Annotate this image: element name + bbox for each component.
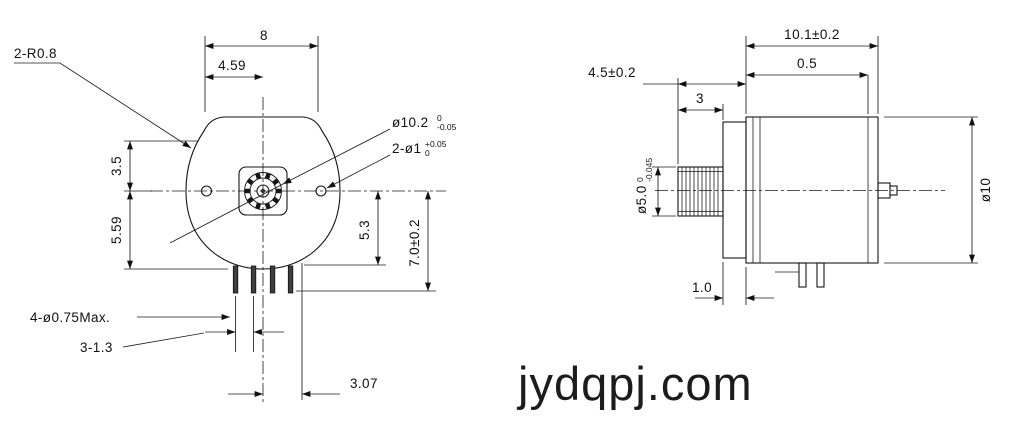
front-body-outline <box>185 116 341 270</box>
front-view: 2-R0.8 8 4.59 ø10.2 0 -0.05 2-ø1 +0.05 0… <box>14 28 457 402</box>
dim-body-dia: ø10 <box>978 178 993 202</box>
side-body <box>722 116 879 264</box>
dim-gear-dia-tol-upper: 0 <box>635 177 645 182</box>
front-hub-gear <box>238 166 288 216</box>
side-terminals <box>775 262 825 288</box>
dim-mount-holes-tol-upper: +0.05 <box>425 139 447 149</box>
dim-top-offset: 4.59 <box>218 58 246 73</box>
dim-cap-thickness: 0.5 <box>797 56 817 71</box>
hub-center-dot <box>260 188 266 194</box>
dim-right-outer: 7.0±0.2 <box>407 219 422 267</box>
svg-text:2-ø1: 2-ø1 <box>392 141 421 156</box>
dim-corner-radius: 2-R0.8 <box>14 46 57 61</box>
dim-pin-pitch: 3-1.3 <box>80 340 113 355</box>
dim-gear-dia: ø5.0 0 -0.045 <box>634 158 654 214</box>
dim-mount-holes: 2-ø1 +0.05 0 <box>392 139 447 158</box>
side-dimension-lines <box>643 36 978 305</box>
dim-lower-left: 5.59 <box>109 216 124 244</box>
front-dimension-lines <box>14 36 436 400</box>
dim-hub-bore-tol-lower: -0.05 <box>437 122 457 132</box>
side-front-flange <box>722 121 747 259</box>
dim-right-inner: 5.3 <box>357 220 372 240</box>
side-output-gear <box>677 166 724 217</box>
dim-top-width: 8 <box>260 28 268 43</box>
svg-text:ø5.0: ø5.0 <box>634 185 649 214</box>
svg-text:ø10.2: ø10.2 <box>392 115 429 130</box>
dim-total-length: 10.1±0.2 <box>784 27 840 42</box>
watermark-text: jydqpj.com <box>516 357 753 410</box>
front-terminal-pins <box>232 265 294 294</box>
gear-teeth <box>244 172 282 210</box>
dim-pins-label: 4-ø0.75Max. <box>30 310 110 325</box>
dim-hub-bore-tol-upper: 0 <box>437 113 442 123</box>
dim-pin-offset: 3.07 <box>350 376 378 391</box>
dim-shaft-length: 4.5±0.2 <box>588 65 636 80</box>
dim-flange-width: 1.0 <box>692 280 712 295</box>
dim-gear-dia-tol-lower: -0.045 <box>644 158 654 182</box>
dim-gear-length: 3 <box>696 91 704 106</box>
front-mount-holes <box>200 185 327 197</box>
side-rear-shaft <box>877 182 898 199</box>
side-view: 10.1±0.2 0.5 4.5±0.2 3 ø5.0 0 -0.045 ø10… <box>588 27 993 305</box>
front-centerlines <box>150 97 446 402</box>
dim-hub-bore: ø10.2 0 -0.05 <box>392 113 457 132</box>
dim-upper-left: 3.5 <box>109 156 124 176</box>
dim-mount-holes-tol-lower: 0 <box>425 148 430 158</box>
